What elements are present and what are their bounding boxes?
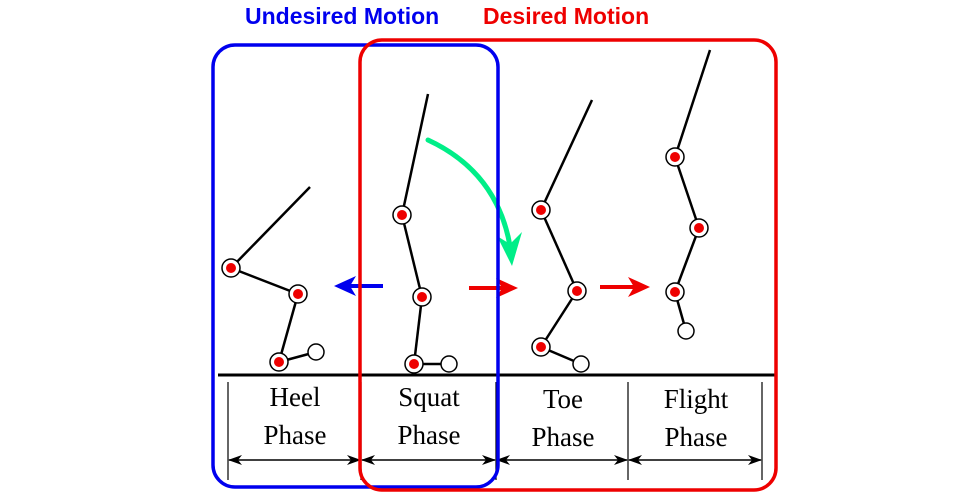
flight-phase-label-line1: Flight (664, 384, 729, 414)
heel-phase-label-line1: Heel (270, 382, 321, 412)
toe-marker (677, 322, 695, 340)
toe-phase-joints (531, 200, 590, 373)
desired-motion-box (358, 38, 778, 492)
heel-phase-joints (221, 258, 325, 372)
squat-phase-leg (400, 93, 449, 366)
curved-transition-arrow (425, 137, 522, 266)
undesired-motion-label: Undesired Motion (245, 3, 439, 29)
toe-phase-label-line1: Toe (543, 384, 583, 414)
heel-phase-label-line2: Phase (264, 420, 327, 450)
toe-marker (307, 343, 325, 361)
squat-phase-label-line2: Phase (398, 420, 461, 450)
flight-phase-label-line2: Phase (665, 422, 728, 452)
toe-marker (440, 355, 458, 373)
toe-marker (572, 355, 590, 373)
desired-transition-arrow-squat-to-toe (469, 278, 518, 298)
desired-transition-arrow-toe-to-flight (600, 277, 650, 297)
desired-motion-label: Desired Motion (483, 3, 649, 29)
squat-phase-label-line1: Squat (398, 382, 460, 412)
toe-phase-label-line2: Phase (532, 422, 595, 452)
flight-phase-joints (665, 147, 709, 340)
toe-phase-leg (539, 99, 594, 366)
heel-phase-leg (230, 186, 317, 364)
undesired-transition-arrow (334, 276, 383, 296)
undesired-motion-box (211, 43, 500, 489)
squat-phase-joints (392, 205, 458, 374)
